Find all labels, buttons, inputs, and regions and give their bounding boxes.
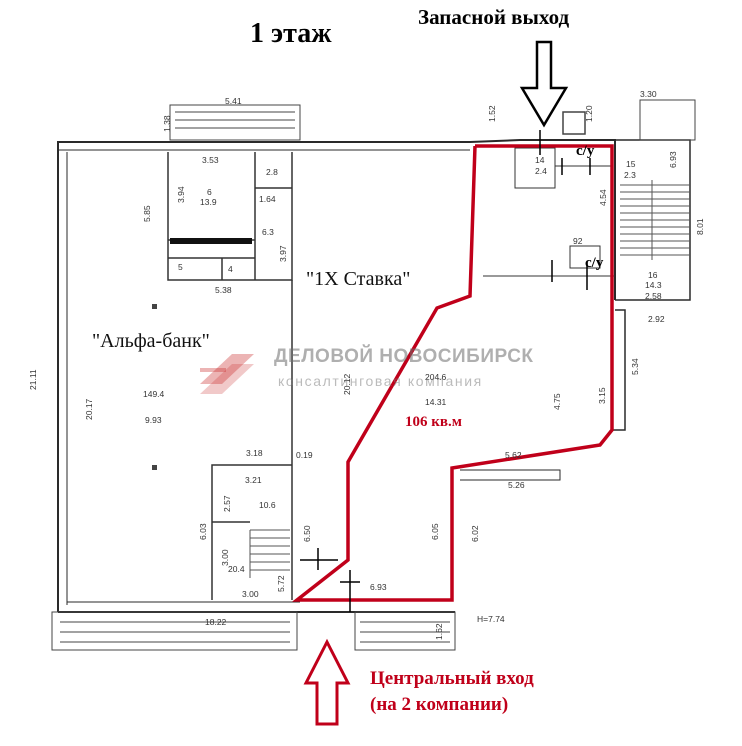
room-14 (514, 147, 556, 189)
plan-label: 6.93 (370, 582, 387, 592)
plan-label: 3.97 (278, 245, 288, 262)
floor-title: 1 этаж (250, 18, 332, 49)
wall-right-lower (612, 309, 626, 431)
plan-label: 3.00 (220, 549, 230, 566)
emergency-exit-label: Запасной выход (418, 5, 570, 29)
watermark-title: ДЕЛОВОЙ НОВОСИБИРСК (274, 346, 534, 367)
plan-label: 20.12 (342, 373, 352, 395)
plan-label: 5.34 (630, 358, 640, 375)
plan-label: 92 (573, 236, 583, 246)
plan-label: 2.4 (535, 166, 547, 176)
porch-bottom-right (354, 611, 456, 651)
room-block-top (167, 152, 293, 281)
plan-label: 149.4 (143, 389, 165, 399)
plan-label: 3.94 (176, 186, 186, 203)
tenant-label-alfa: "Альфа-банк" (92, 330, 210, 352)
plan-label: 5.85 (142, 205, 152, 222)
plan-label: 14.3 (645, 280, 662, 290)
plan-label: 14 (535, 155, 545, 165)
main-entrance-arrow (303, 638, 351, 726)
porch-top-right (639, 99, 696, 141)
plan-label: 6 (207, 187, 212, 197)
plan-label: 6.93 (668, 151, 678, 168)
wall-right-step (460, 469, 561, 481)
plan-label: 1.62 (434, 623, 444, 640)
wall-outline (57, 139, 616, 300)
plan-label: 18.22 (205, 617, 227, 627)
plan-label: 2.92 (648, 314, 665, 324)
stair-room-left (211, 464, 292, 600)
watermark-logo-icon (200, 354, 254, 394)
exit-door-block (562, 111, 586, 135)
columns (152, 304, 157, 470)
plan-label: 1.38 (162, 115, 172, 132)
plan-label: 2.8 (266, 167, 278, 177)
highlight-outline (291, 144, 614, 602)
main-entrance-line1: Центральный вход (370, 668, 534, 689)
watermark-subtitle: консалтинговая компания (278, 373, 483, 389)
plan-label: 6.50 (302, 525, 312, 542)
partition-bar (170, 238, 252, 244)
emergency-exit-arrow (519, 40, 569, 128)
plan-label: 5.62 (505, 450, 522, 460)
plan-label: 20.4 (228, 564, 245, 574)
plan-label: 3.30 (640, 89, 657, 99)
plan-label: 2.58 (645, 291, 662, 301)
plan-label: 5 (178, 262, 183, 272)
plan-label: 4 (228, 264, 233, 274)
main-entrance-line2: (на 2 компании) (370, 694, 509, 715)
plan-label: 21.11 (28, 369, 38, 390)
plan-label: 1.64 (259, 194, 276, 204)
plan-label: 15 (626, 159, 636, 169)
plan-label: 5.26 (508, 480, 525, 490)
plan-label: 2.57 (222, 495, 232, 512)
plan-label: 3.00 (242, 589, 259, 599)
plan-label: 3.21 (245, 475, 262, 485)
plan-label: H=7.74 (477, 614, 505, 624)
plan-label: 6.3 (262, 227, 274, 237)
plan-label: 8.01 (695, 218, 705, 235)
tenant-label-1x: "1X Ставка" (306, 268, 411, 290)
plan-label: 9.93 (145, 415, 162, 425)
main-entrance-label: Центральный вход (на 2 компании) (370, 666, 534, 718)
plan-label: 1.20 (584, 105, 594, 122)
plan-label: 20.17 (84, 398, 94, 420)
right-staircase (620, 180, 690, 260)
plan-label: 13.9 (200, 197, 217, 207)
plan-label: 1.52 (487, 105, 497, 122)
plan-label: 2.3 (624, 170, 636, 180)
plan-label: 3.53 (202, 155, 219, 165)
porch-top-left (169, 104, 301, 141)
left-staircase (249, 529, 290, 578)
plan-label: 5.41 (225, 96, 242, 106)
porches (51, 99, 696, 651)
plan-label: 4.75 (552, 393, 562, 410)
plan-label: 204.6 (425, 372, 447, 382)
room-92 (569, 245, 601, 269)
plan-label: 4.54 (598, 189, 608, 206)
plan-label: 3.15 (597, 387, 607, 404)
door-marks (300, 130, 591, 612)
wc-label: с/у (576, 143, 595, 159)
plan-label: 3.18 (246, 448, 263, 458)
plan-label: 5.38 (215, 285, 232, 295)
plan-label: 6.05 (430, 523, 440, 540)
highlight-area-label: 106 кв.м (405, 414, 462, 430)
plan-label: 5.72 (276, 575, 286, 592)
plan-label: 6.03 (198, 523, 208, 540)
wc-label: с/у (585, 255, 604, 271)
porch-bottom-left (51, 611, 298, 651)
watermark: ДЕЛОВОЙ НОВОСИБИРСК консалтинговая компа… (188, 342, 548, 402)
plan-label: 14.31 (425, 397, 447, 407)
plan-label: 0.19 (296, 450, 313, 460)
plan-label: 16 (648, 270, 658, 280)
plan-label: 6.02 (470, 525, 480, 542)
plan-label: 10.6 (259, 500, 276, 510)
